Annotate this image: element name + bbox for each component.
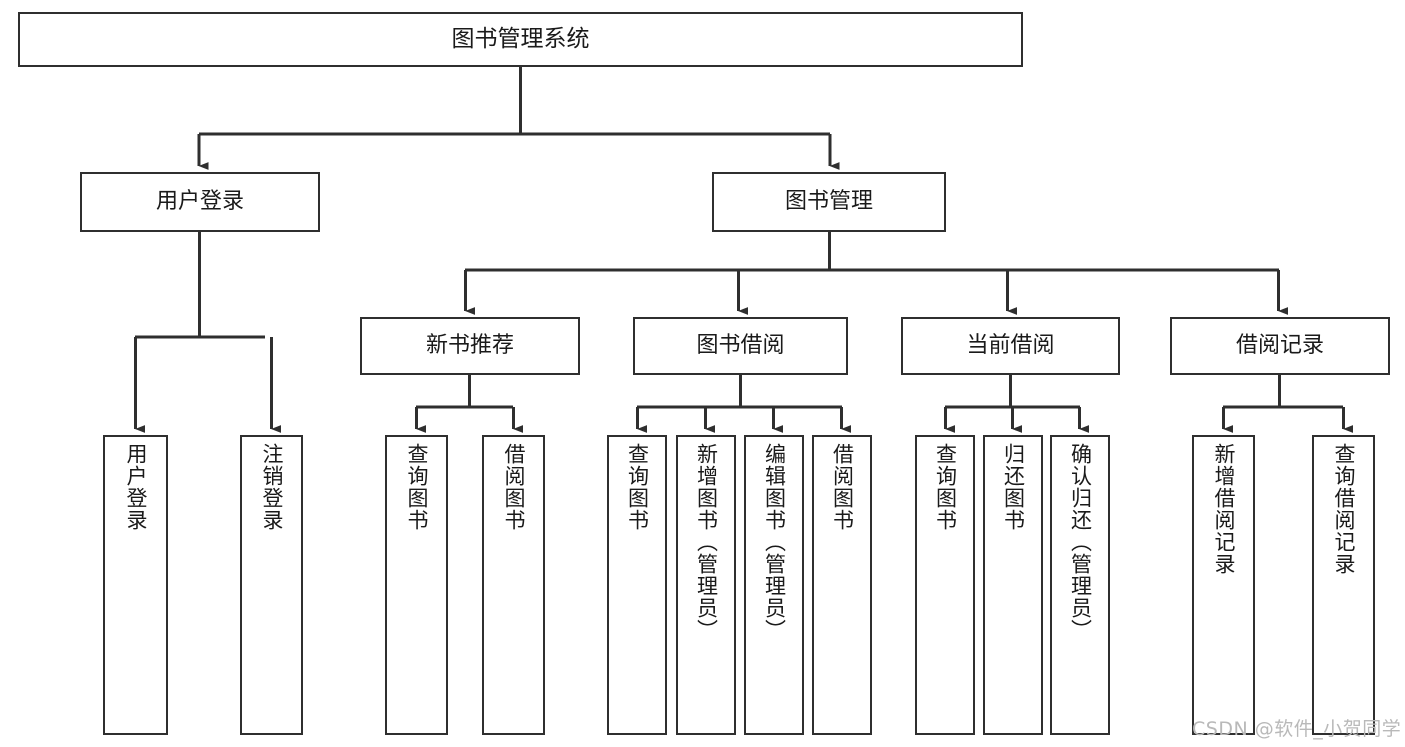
node-current-borrow[interactable]: 当前借阅: [901, 317, 1120, 375]
node-new-book-recommend[interactable]: 新书推荐: [360, 317, 580, 375]
node-book-borrow-label: 图书借阅: [696, 332, 785, 358]
node-leaf-add-book[interactable]: 新增图书（管理员）: [676, 435, 736, 735]
node-leaf-add-record[interactable]: 新增借阅记录: [1192, 435, 1255, 735]
node-leaf-query-book-2-label: 查询图书: [625, 443, 650, 531]
node-leaf-return-book[interactable]: 归还图书: [983, 435, 1043, 735]
node-book-manage[interactable]: 图书管理: [712, 172, 946, 232]
node-new-book-recommend-label: 新书推荐: [425, 332, 514, 358]
node-leaf-add-record-label: 新增借阅记录: [1212, 443, 1236, 575]
node-leaf-query-book-2[interactable]: 查询图书: [607, 435, 667, 735]
node-user-login[interactable]: 用户登录: [80, 172, 320, 232]
node-leaf-return-book-label: 归还图书: [1001, 443, 1026, 531]
node-leaf-query-book-1-label: 查询图书: [405, 443, 429, 531]
node-leaf-borrow-book-1-label: 借阅图书: [502, 443, 526, 531]
node-leaf-edit-book[interactable]: 编辑图书（管理员）: [744, 435, 804, 735]
node-leaf-query-book-3[interactable]: 查询图书: [915, 435, 975, 735]
node-leaf-confirm-return[interactable]: 确认归还（管理员）: [1050, 435, 1110, 735]
node-borrow-record[interactable]: 借阅记录: [1170, 317, 1390, 375]
csdn-watermark: CSDN @软件_小贺同学: [1192, 718, 1402, 740]
node-leaf-logout-label: 注销登录: [260, 443, 284, 531]
node-root-label: 图书管理系统: [451, 25, 590, 52]
node-book-borrow[interactable]: 图书借阅: [633, 317, 848, 375]
node-leaf-confirm-return-label: 确认归还（管理员）: [1068, 443, 1093, 641]
node-leaf-query-record[interactable]: 查询借阅记录: [1312, 435, 1375, 735]
node-leaf-query-book-3-label: 查询图书: [933, 443, 958, 531]
node-leaf-edit-book-label: 编辑图书（管理员）: [762, 443, 787, 641]
node-borrow-record-label: 借阅记录: [1235, 332, 1324, 358]
node-leaf-user-login-label: 用户登录: [124, 443, 148, 531]
node-leaf-borrow-book-1[interactable]: 借阅图书: [482, 435, 545, 735]
node-leaf-add-book-label: 新增图书（管理员）: [694, 443, 719, 641]
node-leaf-borrow-book-2[interactable]: 借阅图书: [812, 435, 872, 735]
node-leaf-logout[interactable]: 注销登录: [240, 435, 303, 735]
node-book-manage-label: 图书管理: [784, 188, 873, 214]
node-leaf-query-record-label: 查询借阅记录: [1332, 443, 1356, 575]
node-leaf-query-book-1[interactable]: 查询图书: [385, 435, 448, 735]
node-leaf-user-login[interactable]: 用户登录: [103, 435, 168, 735]
node-user-login-label: 用户登录: [155, 188, 244, 214]
node-leaf-borrow-book-2-label: 借阅图书: [830, 443, 855, 531]
node-current-borrow-label: 当前借阅: [966, 332, 1055, 358]
node-root[interactable]: 图书管理系统: [18, 12, 1023, 67]
